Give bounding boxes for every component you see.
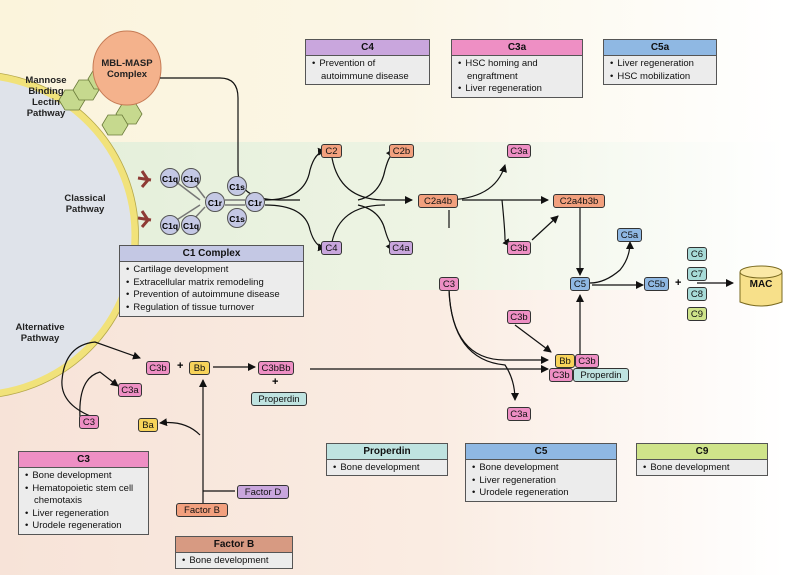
mac-cylinder [739, 265, 783, 307]
node-c3a-top: C3a [507, 144, 531, 158]
box-c9: C9 Bone development [636, 443, 768, 476]
c1s-circle: C1s [227, 208, 247, 228]
node-c5b: C5b [644, 277, 669, 291]
plus-properdin: + [272, 376, 279, 388]
node-c3b-mid: C3b [507, 241, 531, 255]
node-ba: Ba [138, 418, 158, 432]
node-c2a4b: C2a4b [418, 194, 458, 208]
box-properdin: Properdin Bone development [326, 443, 448, 476]
box-c5: C5 Bone developmentLiver regenerationUro… [465, 443, 617, 502]
node-c3bbb: C3bBb [258, 361, 294, 375]
node-c2a4b3b: C2a4b3b [553, 194, 605, 208]
plus-c5b: + [675, 277, 682, 289]
node-properdin-left: Properdin [251, 392, 307, 406]
c1q-circle: C1q [160, 215, 180, 235]
classical-pathway-label: Classical Pathway [64, 193, 106, 215]
node-c3a-bottom: C3a [507, 407, 531, 421]
box-c1-title: C1 Complex [120, 246, 303, 262]
node-c4: C4 [321, 241, 342, 255]
node-c4a: C4a [389, 241, 413, 255]
c1s-circle: C1s [227, 176, 247, 196]
node-properdin-convertase: Properdin [573, 368, 629, 382]
c1q-circle: C1q [160, 168, 180, 188]
node-c2b: C2b [389, 144, 414, 158]
cell-membrane [0, 73, 139, 397]
box-properdin-title: Properdin [327, 444, 447, 460]
node-c3a-left: C3a [118, 383, 142, 397]
box-c3a-title: C3a [452, 40, 582, 56]
node-c9: C9 [687, 307, 707, 321]
node-c5a: C5a [617, 228, 642, 242]
mbl-pathway-label: Mannose Binding Lectin Pathway [25, 75, 67, 119]
node-c3b-right: C3b [507, 310, 531, 324]
node-c3-center: C3 [439, 277, 459, 291]
alternative-pathway-label: Alternative Pathway [15, 322, 65, 344]
c1q-circle: C1q [181, 168, 201, 188]
box-c5a: C5a Liver regenerationHSC mobilization [603, 39, 717, 85]
c1q-circle: C1q [181, 215, 201, 235]
node-c7: C7 [687, 267, 707, 281]
c1r-circle: C1r [205, 192, 225, 212]
node-c3b-conv2: C3b [549, 368, 573, 382]
node-c3b-left: C3b [146, 361, 170, 375]
box-c3: C3 Bone developmentHematopoietic stem ce… [18, 451, 149, 535]
node-bb: Bb [555, 354, 575, 368]
mac-label: MAC [749, 279, 773, 290]
box-factor-b: Factor B Bone development [175, 536, 293, 569]
box-c3-title: C3 [19, 452, 148, 468]
box-c3a: C3a HSC homing andengraftmentLiver regen… [451, 39, 583, 98]
antibodies [137, 170, 152, 228]
box-factorb-title: Factor B [176, 537, 292, 553]
cell-membrane-outline [0, 73, 139, 397]
node-c8: C8 [687, 287, 707, 301]
node-factor-b: Factor B [176, 503, 228, 517]
box-c5a-title: C5a [604, 40, 716, 56]
node-c5: C5 [570, 277, 590, 291]
box-c9-title: C9 [637, 444, 767, 460]
node-bb-left: Bb [189, 361, 210, 375]
c1r-circle: C1r [245, 192, 265, 212]
mbl-masp-ellipse [92, 30, 162, 106]
node-factor-d: Factor D [237, 485, 289, 499]
node-c2: C2 [321, 144, 342, 158]
node-c3-left: C3 [79, 415, 99, 429]
node-c3b-conv1: C3b [575, 354, 599, 368]
node-c6: C6 [687, 247, 707, 261]
mbl-masp-label: MBL-MASP Complex [101, 58, 153, 80]
plus-left: + [177, 360, 184, 372]
box-c5-title: C5 [466, 444, 616, 460]
box-c4-title: C4 [306, 40, 429, 56]
box-c1-complex: C1 Complex Cartilage developmentExtracel… [119, 245, 304, 317]
